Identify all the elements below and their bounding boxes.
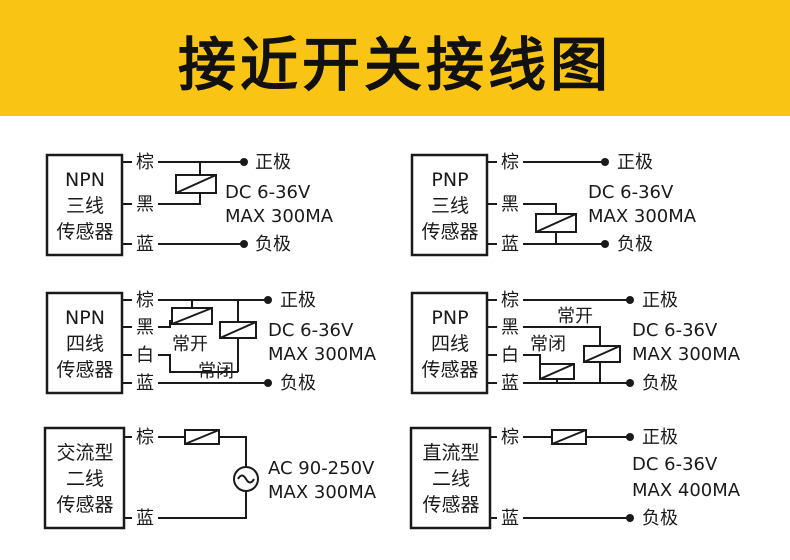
voltage-spec: AC 90-250V (268, 458, 375, 479)
wire-black-label: 黑 (136, 317, 154, 338)
wire-blue-label: 蓝 (136, 508, 154, 529)
terminal-dot-icon (240, 158, 248, 166)
sensor-wires: 三线 (66, 195, 104, 217)
wire-blue-label: 蓝 (501, 508, 519, 529)
wire-black-label: 黑 (501, 194, 519, 215)
panel-pnp-four-wire: PNP 四线 传感器 棕 黑 白 蓝 常开 常闭 正极 负极 DC 6-36V … (410, 290, 741, 395)
sensor-type: PNP (431, 307, 468, 329)
terminal-dot-icon (626, 433, 634, 441)
sensor-box (43, 426, 126, 530)
current-spec: MAX 300MA (632, 344, 741, 365)
panel-npn-three-wire: NPN 三线 传感器 棕 黑 蓝 正极 负极 DC 6-36V MAX 300M… (45, 152, 334, 257)
wire-brown-label: 棕 (501, 290, 519, 311)
panel-ac-two-wire: 交流型 二线 传感器 棕 蓝 AC 90-250V MAX 300MA (43, 426, 377, 530)
terminal-dot-icon (264, 296, 272, 304)
panel-dc-two-wire: 直流型 二线 传感器 棕 蓝 正极 负极 DC 6-36V MAX 400MA (409, 426, 741, 530)
positive-label: 正极 (255, 152, 291, 173)
positive-label: 正极 (642, 290, 678, 311)
sensor-type: NPN (65, 169, 105, 191)
current-spec: MAX 300MA (588, 206, 697, 227)
voltage-spec: DC 6-36V (632, 320, 718, 341)
sensor-type: 直流型 (422, 442, 479, 464)
terminal-dot-icon (626, 379, 634, 387)
negative-label: 负极 (280, 373, 316, 394)
sensor-label: 传感器 (56, 221, 113, 243)
wire-brown-label: 棕 (501, 152, 519, 173)
panel-npn-four-wire: NPN 四线 传感器 棕 黑 白 蓝 常开 常闭 正极 负极 DC 6-36V … (45, 290, 377, 395)
title-banner (0, 0, 790, 116)
normally-closed-label: 常闭 (530, 334, 566, 355)
sensor-type: 交流型 (56, 442, 113, 464)
current-spec: MAX 400MA (632, 480, 741, 501)
negative-label: 负极 (617, 234, 653, 255)
sensor-box (409, 426, 492, 530)
negative-label: 负极 (642, 508, 678, 529)
wire-blue-label: 蓝 (501, 234, 519, 255)
voltage-spec: DC 6-36V (632, 454, 718, 475)
sensor-label: 传感器 (421, 359, 478, 381)
wire-black-label: 黑 (501, 317, 519, 338)
wire-blue-label: 蓝 (136, 373, 154, 394)
sensor-wires: 二线 (66, 468, 104, 490)
wire-brown-label: 棕 (136, 290, 154, 311)
terminal-dot-icon (240, 240, 248, 248)
positive-label: 正极 (642, 427, 678, 448)
sensor-box (410, 291, 489, 395)
sensor-type: PNP (431, 169, 468, 191)
voltage-spec: DC 6-36V (268, 320, 354, 341)
positive-label: 正极 (617, 152, 653, 173)
sensor-wires: 三线 (431, 195, 469, 217)
sensor-label: 传感器 (56, 494, 113, 516)
current-spec: MAX 300MA (268, 344, 377, 365)
sensor-wires: 二线 (432, 468, 470, 490)
negative-label: 负极 (642, 373, 678, 394)
wire-brown-label: 棕 (501, 427, 519, 448)
normally-closed-label: 常闭 (198, 361, 234, 382)
wire-black-label: 黑 (136, 194, 154, 215)
terminal-dot-icon (264, 379, 272, 387)
current-spec: MAX 300MA (225, 206, 334, 227)
terminal-dot-icon (601, 158, 609, 166)
sensor-box (45, 291, 124, 395)
wire-blue-label: 蓝 (501, 373, 519, 394)
sensor-label: 传感器 (422, 494, 479, 516)
sensor-wires: 四线 (431, 333, 469, 355)
voltage-spec: DC 6-36V (588, 182, 674, 203)
panel-pnp-three-wire: PNP 三线 传感器 棕 黑 蓝 正极 负极 DC 6-36V MAX 300M… (410, 152, 697, 257)
wire-brown-label: 棕 (136, 152, 154, 173)
sensor-label: 传感器 (56, 359, 113, 381)
terminal-dot-icon (601, 240, 609, 248)
sensor-box (45, 153, 124, 257)
sensor-label: 传感器 (421, 221, 478, 243)
current-spec: MAX 300MA (268, 482, 377, 503)
wire-white-label: 白 (501, 345, 519, 366)
normally-open-label: 常开 (172, 334, 208, 355)
page-title: 接近开关接线图 (177, 31, 612, 99)
negative-label: 负极 (255, 234, 291, 255)
wire-blue-label: 蓝 (136, 234, 154, 255)
wire-white-label: 白 (136, 345, 154, 366)
terminal-dot-icon (626, 296, 634, 304)
sensor-type: NPN (65, 307, 105, 329)
terminal-dot-icon (626, 514, 634, 522)
normally-open-label: 常开 (557, 306, 593, 327)
wire-brown-label: 棕 (136, 427, 154, 448)
positive-label: 正极 (280, 290, 316, 311)
voltage-spec: DC 6-36V (225, 182, 311, 203)
sensor-wires: 四线 (66, 333, 104, 355)
